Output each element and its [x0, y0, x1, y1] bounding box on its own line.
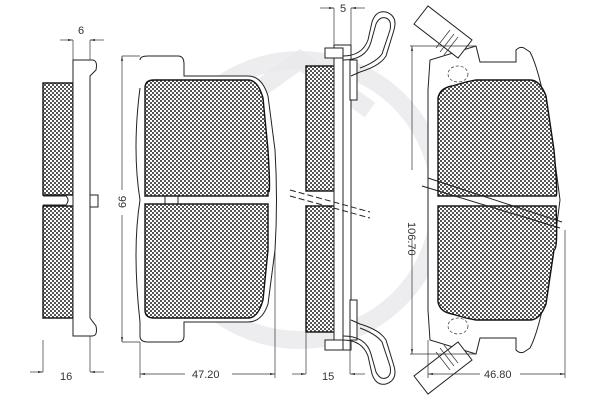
dim-spring-top: 5 — [340, 3, 346, 15]
front-view-pad-1 — [121, 55, 277, 378]
dim-spring-bottom: 15 — [322, 371, 334, 383]
side-view-spring — [289, 7, 396, 385]
dim-pad2-height: 106.70 — [405, 222, 417, 256]
front-view-pad-2 — [410, 5, 566, 395]
dim-side-left-bottom: 16 — [60, 371, 72, 383]
dim-pad1-width: 47.20 — [192, 369, 220, 381]
dim-side-left-top: 6 — [78, 25, 84, 37]
dim-pad1-height: 66 — [117, 196, 129, 208]
dim-pad2-width: 46.80 — [484, 369, 512, 381]
side-view-left — [30, 39, 104, 373]
